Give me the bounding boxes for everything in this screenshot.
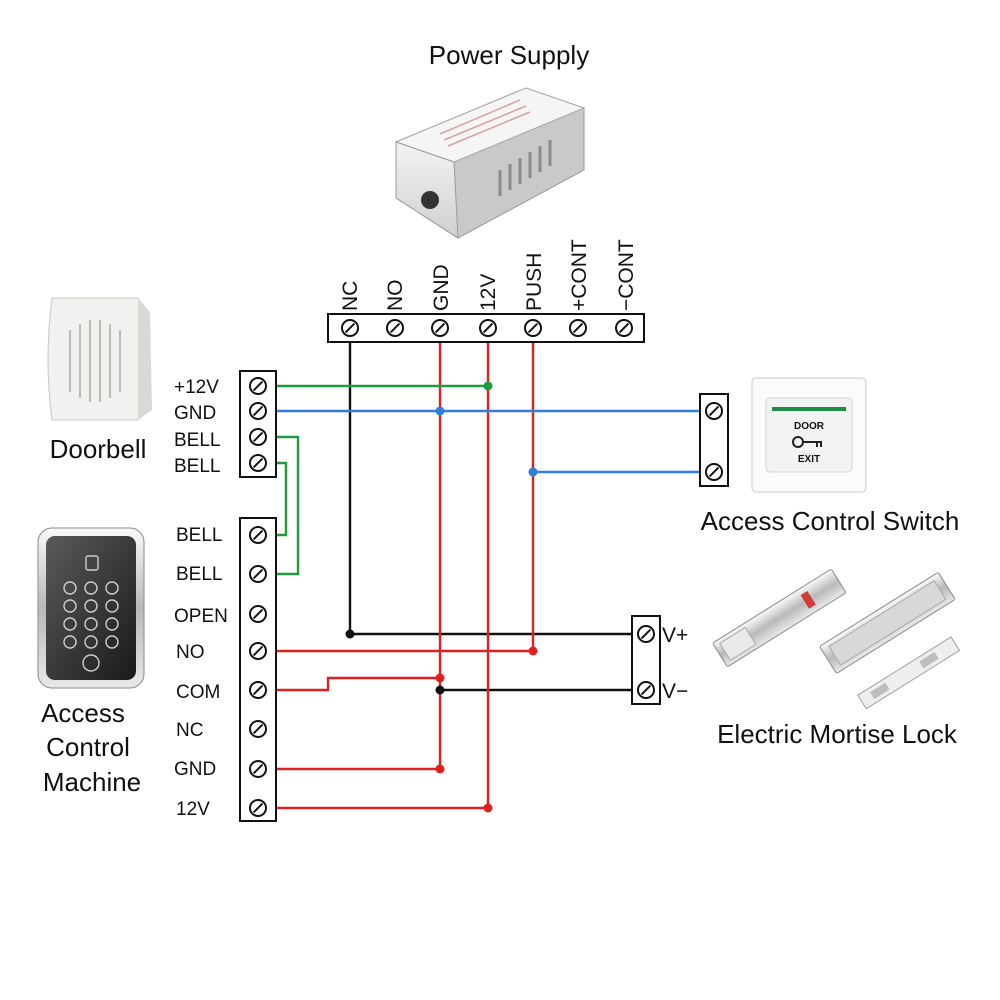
slotted-screw-icon: [341, 319, 359, 337]
slotted-screw-icon: [249, 526, 267, 544]
doorbell-picture: [47, 297, 152, 421]
slotted-screw-icon: [479, 319, 497, 337]
machine-title-line-2: Control: [46, 732, 130, 762]
wire-junction-dot: [483, 803, 493, 813]
doorbell-title: Doorbell: [50, 434, 147, 464]
wire-junction-dot: [483, 381, 493, 391]
slotted-screw-icon: [705, 463, 723, 481]
machine-terminal-label: COM: [176, 682, 220, 703]
wire-junction-dot: [528, 646, 538, 656]
ps-terminal-label: +CONT: [568, 239, 591, 311]
slotted-screw-icon: [249, 642, 267, 660]
machine-terminal-label: NO: [176, 642, 205, 663]
wire-machine-com-to-gnd: [258, 676, 440, 692]
ps-terminal-label: 12V: [477, 274, 500, 311]
ps-terminal-label: PUSH: [523, 253, 546, 311]
slotted-screw-icon: [249, 605, 267, 623]
wire-junction-dot: [345, 629, 355, 639]
slotted-screw-icon: [705, 402, 723, 420]
ps-terminal-label: NC: [339, 281, 362, 311]
doorbell-terminal-label: BELL: [174, 430, 220, 451]
wire-junction-dot: [435, 406, 445, 416]
slotted-screw-icon: [637, 681, 655, 699]
electric-lock-picture: [712, 569, 961, 710]
machine-terminal-label: 12V: [176, 799, 210, 820]
wire-ps-push-to-machine-no: [258, 328, 535, 653]
lock-terminal-label: V−: [662, 680, 688, 703]
switch-plate-exit-text: EXIT: [798, 454, 820, 465]
wire-ps-nc-to-lock-vplus: [348, 328, 632, 636]
slotted-screw-icon: [249, 402, 267, 420]
doorbell-terminal-label: +12V: [174, 377, 219, 398]
slotted-screw-icon: [249, 377, 267, 395]
power-supply-title: Power Supply: [429, 40, 589, 70]
ps-terminal-label: −CONT: [615, 239, 638, 311]
doorbell-terminal-label: BELL: [174, 456, 220, 477]
slotted-screw-icon: [249, 799, 267, 817]
machine-terminal-label: BELL: [176, 564, 222, 585]
lock-title: Electric Mortise Lock: [717, 719, 958, 749]
ps-terminal-label: NO: [384, 280, 407, 312]
keypad-picture: [37, 527, 145, 689]
slotted-screw-icon: [637, 625, 655, 643]
machine-terminal-label: NC: [176, 720, 203, 741]
ps-terminal-label: GND: [430, 264, 453, 311]
key-icon: [792, 436, 822, 448]
slotted-screw-icon: [249, 454, 267, 472]
slotted-screw-icon: [249, 565, 267, 583]
slotted-screw-icon: [386, 319, 404, 337]
terminal-blocks: [239, 313, 729, 822]
slotted-screw-icon: [249, 428, 267, 446]
slotted-screw-icon: [249, 720, 267, 738]
slotted-screw-icon: [431, 319, 449, 337]
wire-junction-dots: [345, 381, 538, 813]
power-supply-picture: [394, 87, 586, 239]
machine-terminal-label: BELL: [176, 525, 222, 546]
slotted-screw-icon: [615, 319, 633, 337]
machine-terminal-label: OPEN: [174, 606, 228, 627]
wire-junction-dot: [435, 685, 445, 695]
slotted-screw-icon: [249, 681, 267, 699]
doorbell-terminal-label: GND: [174, 403, 216, 424]
wire-ps-12v-to-machine-12v: [258, 328, 490, 810]
wire-junction-dot: [435, 673, 445, 683]
wire-junction-dot: [435, 764, 445, 774]
machine-terminal-label: GND: [174, 759, 216, 780]
switch-plate-door-text: DOOR: [794, 421, 825, 432]
exit-switch-picture: DOOR EXIT: [751, 377, 867, 493]
wire-junction-dot: [528, 467, 538, 477]
exit-switch-title: Access Control Switch: [701, 506, 960, 536]
slotted-screw-icon: [569, 319, 587, 337]
slotted-screw-icon: [249, 760, 267, 778]
machine-title-line-3: Machine: [43, 767, 141, 797]
lock-terminal-label: V+: [662, 624, 688, 647]
machine-title-line-1: Access: [41, 698, 125, 728]
slotted-screw-icon: [524, 319, 542, 337]
wires: [258, 328, 700, 810]
wire-bell-pair-upper: [258, 435, 300, 576]
